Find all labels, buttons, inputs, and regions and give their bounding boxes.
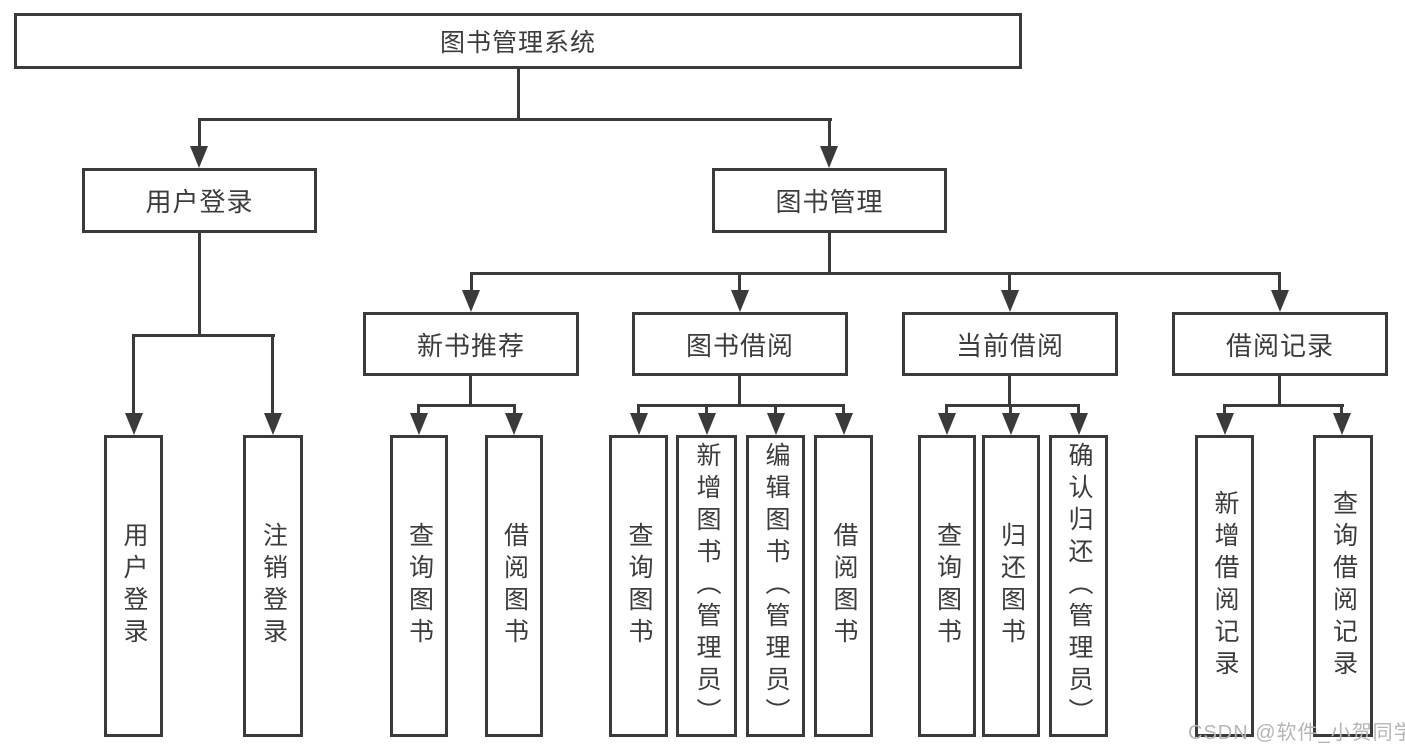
node-current-borrowing-label: 当前借阅 [955, 330, 1064, 361]
leaf-recommend-query-books-label: 查询图书 [405, 522, 434, 650]
leaf-current-return-books-label: 归还图书 [997, 522, 1026, 650]
leaf-current-confirm-return-label: 确认归还（管理员） [1065, 442, 1093, 730]
arrowhead [1002, 413, 1020, 435]
leaf-records-query-record: 查询借阅记录 [1313, 435, 1373, 737]
arrowhead [1001, 290, 1019, 312]
connector [198, 232, 201, 336]
node-book-borrowing-label: 图书借阅 [685, 330, 794, 361]
node-new-book-recommend-label: 新书推荐 [416, 330, 525, 361]
arrowhead [125, 413, 143, 435]
arrowhead [1271, 290, 1289, 312]
connector [945, 404, 1080, 407]
leaf-records-add-record: 新增借阅记录 [1195, 435, 1254, 737]
arrowhead [820, 146, 838, 168]
arrowhead [630, 413, 648, 435]
connector [637, 404, 845, 407]
leaf-borrowing-add-books-label: 新增图书（管理员） [693, 442, 721, 730]
arrowhead [835, 413, 853, 435]
connector [417, 404, 420, 414]
connector [1223, 404, 1226, 414]
connector [1077, 404, 1080, 414]
leaf-user-login-label: 用户登录 [120, 522, 148, 650]
connector [132, 334, 275, 337]
node-new-book-recommend: 新书推荐 [363, 312, 579, 376]
arrowhead [731, 290, 749, 312]
connector [470, 272, 1281, 275]
csdn-watermark: CSDN @软件_小贺同学 [1188, 722, 1405, 744]
node-book-borrowing: 图书借阅 [632, 312, 848, 376]
arrowhead [1216, 413, 1234, 435]
connector [1278, 272, 1281, 291]
connector [738, 376, 741, 406]
node-root-label: 图书管理系统 [439, 29, 596, 57]
connector [469, 376, 472, 406]
leaf-user-login: 用户登录 [104, 435, 163, 737]
connector [198, 118, 201, 147]
arrowhead [505, 413, 523, 435]
connector [198, 118, 832, 121]
leaf-borrowing-borrow-books: 借阅图书 [814, 435, 873, 737]
leaf-records-query-record-label: 查询借阅记录 [1329, 490, 1358, 682]
node-borrowing-records-label: 借阅记录 [1225, 330, 1334, 361]
arrowhead [1070, 413, 1088, 435]
connector [513, 404, 516, 414]
node-user-login: 用户登录 [82, 168, 317, 233]
node-user-login-label: 用户登录 [145, 187, 254, 217]
leaf-borrowing-add-books: 新增图书（管理员） [676, 435, 737, 737]
connector [132, 334, 135, 414]
arrowhead [1333, 413, 1351, 435]
leaf-records-add-record-label: 新增借阅记录 [1211, 490, 1239, 682]
arrowhead [698, 413, 716, 435]
node-book-management: 图书管理 [712, 168, 947, 233]
connector [271, 334, 274, 414]
node-book-management-label: 图书管理 [775, 187, 884, 217]
arrowhead [462, 290, 480, 312]
connector [417, 404, 516, 407]
arrowhead [410, 413, 428, 435]
connector [637, 404, 640, 414]
connector [945, 404, 948, 414]
node-root: 图书管理系统 [14, 13, 1022, 69]
leaf-logout-label: 注销登录 [259, 522, 288, 650]
connector [517, 69, 520, 120]
connector [1008, 272, 1011, 291]
leaf-current-query-books: 查询图书 [918, 435, 976, 737]
connector [470, 272, 473, 291]
leaf-borrowing-query-books: 查询图书 [609, 435, 668, 737]
leaf-current-confirm-return: 确认归还（管理员） [1049, 435, 1108, 737]
connector [828, 118, 831, 147]
leaf-current-return-books: 归还图书 [982, 435, 1040, 737]
leaf-recommend-borrow-books-label: 借阅图书 [500, 522, 529, 650]
connector [1340, 404, 1343, 414]
connector [705, 404, 708, 414]
arrowhead [938, 413, 956, 435]
connector [738, 272, 741, 291]
leaf-logout: 注销登录 [243, 435, 303, 737]
leaf-recommend-query-books: 查询图书 [390, 435, 448, 737]
connector [1009, 404, 1012, 414]
connector [774, 404, 777, 414]
leaf-recommend-borrow-books: 借阅图书 [485, 435, 543, 737]
node-current-borrowing: 当前借阅 [902, 312, 1118, 376]
arrowhead [264, 413, 282, 435]
leaf-borrowing-edit-books-label: 编辑图书（管理员） [762, 442, 790, 730]
node-borrowing-records: 借阅记录 [1172, 312, 1388, 376]
connector [842, 404, 845, 414]
leaf-borrowing-borrow-books-label: 借阅图书 [830, 522, 858, 650]
arrowhead [767, 413, 785, 435]
connector [1008, 376, 1011, 406]
leaf-borrowing-edit-books: 编辑图书（管理员） [746, 435, 805, 737]
arrowhead [190, 146, 208, 168]
connector [1223, 404, 1344, 407]
leaf-borrowing-query-books-label: 查询图书 [625, 522, 653, 650]
connector [828, 232, 831, 274]
connector [1278, 376, 1281, 406]
leaf-current-query-books-label: 查询图书 [933, 522, 962, 650]
